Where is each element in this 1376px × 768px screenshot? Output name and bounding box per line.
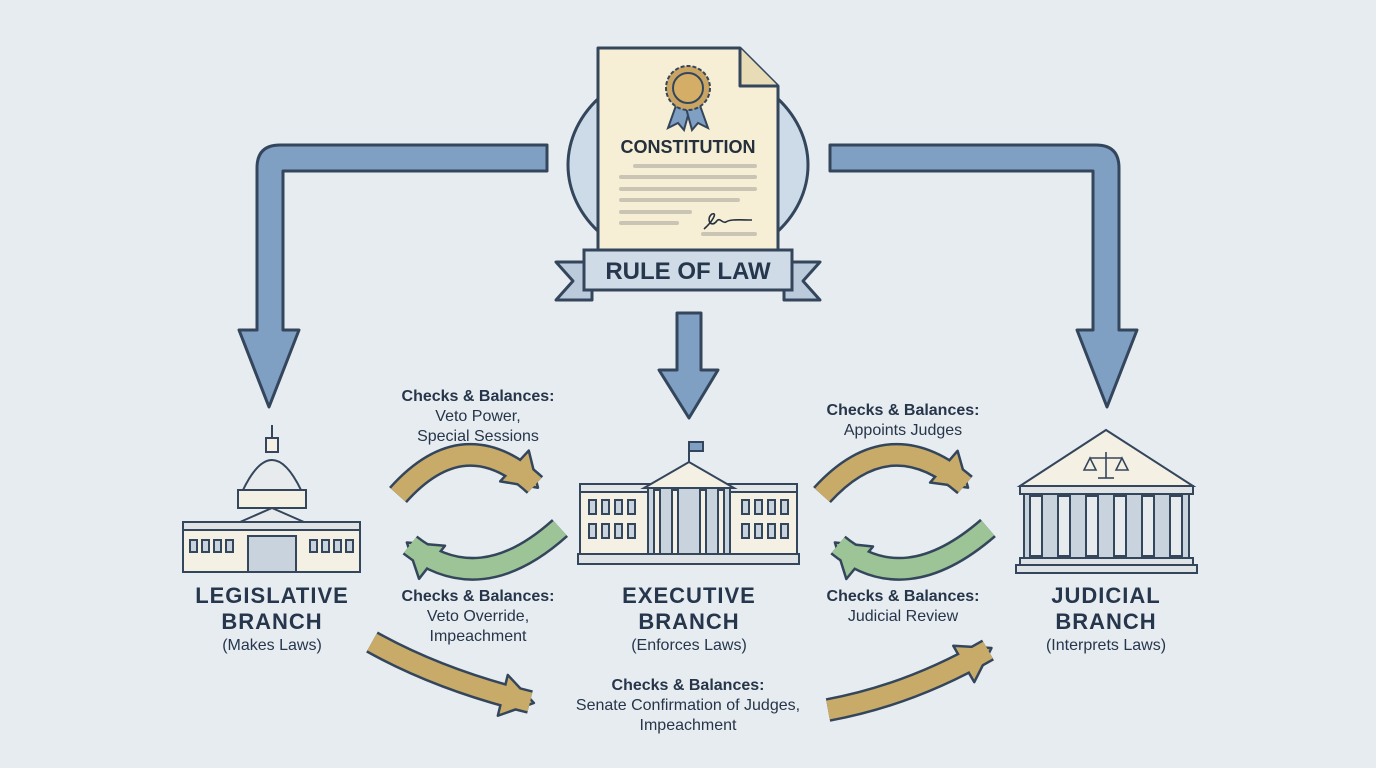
courthouse-scales-icon (1015, 428, 1198, 574)
check-line: Senate Confirmation of Judges, (575, 697, 801, 714)
check-line: Appoints Judges (843, 422, 963, 439)
check-label-senate-confirmation: Checks & Balances: Senate Confirmation o… (576, 676, 800, 736)
white-house-icon (577, 441, 800, 565)
check-label-appoints-judges: Checks & Balances: Appoints Judges (827, 401, 980, 441)
executive-branch-label: EXECUTIVE BRANCH (Enforces Laws) (622, 583, 756, 657)
check-heading: Checks & Balances: (611, 677, 765, 694)
legislative-branch-label: LEGISLATIVE BRANCH (Makes Laws) (195, 583, 349, 657)
constitution-to-executive-arrow (657, 311, 720, 420)
rule-of-law-banner (554, 248, 822, 302)
check-line: Veto Override, (426, 608, 530, 625)
check-line: Judicial Review (847, 608, 959, 625)
executive-title-line1: EXECUTIVE (622, 583, 756, 608)
judicial-branch-label: JUDICIAL BRANCH (Interprets Laws) (1046, 583, 1166, 657)
seal-ribbon-icon (665, 65, 711, 133)
check-label-veto-override: Checks & Balances: Veto Override, Impeac… (402, 587, 555, 647)
check-line: Veto Power, (435, 408, 521, 425)
legislative-title-line2: BRANCH (221, 609, 323, 634)
check-heading: Checks & Balances: (826, 402, 980, 419)
legislative-role: (Makes Laws) (222, 637, 322, 654)
check-line: Impeachment (639, 717, 737, 734)
executive-title-line2: BRANCH (638, 609, 740, 634)
constitution-title: CONSTITUTION (620, 137, 756, 157)
signature-icon (703, 212, 753, 230)
legislative-title-line1: LEGISLATIVE (195, 583, 349, 608)
judicial-role: (Interprets Laws) (1045, 637, 1167, 654)
check-line: Special Sessions (417, 428, 539, 445)
judicial-title-line1: JUDICIAL (1051, 583, 1161, 608)
constitution-to-legislative-arrow (237, 143, 549, 409)
check-heading: Checks & Balances: (401, 588, 555, 605)
constitution-to-judicial-arrow (828, 143, 1139, 409)
rule-of-law-label: RULE OF LAW (605, 258, 771, 285)
check-heading: Checks & Balances: (401, 388, 555, 405)
judicial-title-line2: BRANCH (1055, 609, 1157, 634)
check-label-veto-power: Checks & Balances: Veto Power, Special S… (402, 387, 555, 447)
check-label-judicial-review: Checks & Balances: Judicial Review (827, 587, 980, 627)
executive-role: (Enforces Laws) (631, 637, 747, 654)
check-heading: Checks & Balances: (826, 588, 980, 605)
check-line: Impeachment (429, 628, 527, 645)
capitol-building-icon (182, 425, 361, 573)
constitution-document-icon (566, 46, 810, 267)
